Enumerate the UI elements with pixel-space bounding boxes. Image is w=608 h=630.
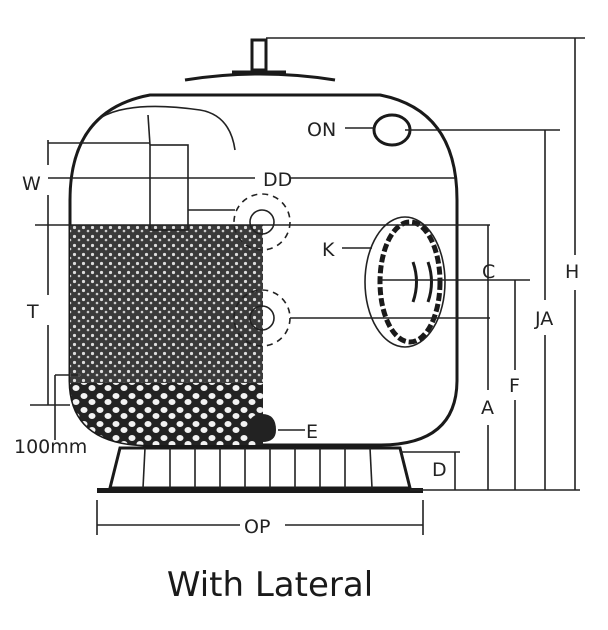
label-ja: JA	[534, 308, 553, 330]
top-valve-icon	[250, 38, 268, 72]
label-w: W	[22, 173, 41, 195]
base-plate	[97, 488, 423, 493]
top-cap	[184, 72, 336, 82]
label-on: ON	[307, 119, 336, 141]
label-op: OP	[244, 516, 270, 538]
label-e: E	[306, 421, 318, 443]
label-h: H	[565, 261, 579, 283]
pressure-gauge-port-icon	[372, 113, 412, 147]
upper-flange-icon	[233, 193, 291, 251]
label-gravel-depth: 100mm	[14, 436, 87, 458]
inner-pipe	[149, 144, 189, 231]
label-dd: DD	[263, 169, 292, 191]
label-d: D	[432, 459, 447, 481]
label-a: A	[481, 397, 494, 419]
base-ribs	[142, 447, 373, 489]
base-stand	[108, 446, 412, 490]
side-manhole	[364, 216, 446, 348]
label-f: F	[509, 375, 520, 397]
gravel-layer	[70, 383, 263, 445]
diagram-caption: With Lateral	[167, 565, 373, 605]
label-k: K	[322, 239, 335, 261]
label-t: T	[26, 301, 39, 323]
dimension-lines	[30, 37, 585, 535]
drain-valve-icon	[248, 414, 276, 442]
sand-media	[70, 225, 263, 385]
label-c: C	[482, 261, 495, 283]
